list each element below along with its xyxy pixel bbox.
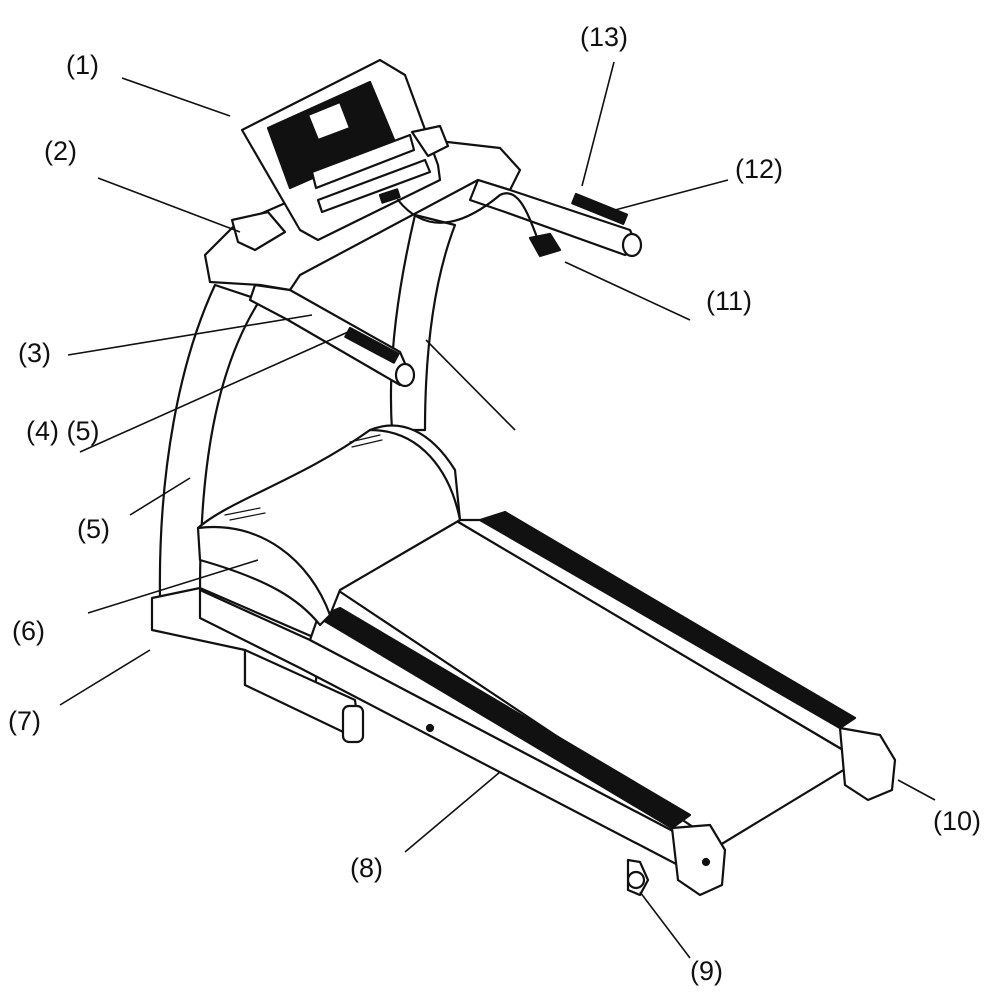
callout-6: (6) <box>12 616 45 646</box>
callout-3: (3) <box>18 338 51 368</box>
callout-9: (9) <box>690 956 723 986</box>
callout-4-5: (4) (5) <box>26 416 100 446</box>
left-handgrip <box>248 283 412 387</box>
callout-8: (8) <box>350 853 383 883</box>
callout-5: (5) <box>77 514 110 544</box>
callout-13: (13) <box>580 22 629 52</box>
safety-key <box>528 232 562 258</box>
left-tray <box>230 210 287 252</box>
safety-cord <box>396 192 542 247</box>
callout-12: (12) <box>735 154 784 184</box>
callout-11: (11) <box>706 286 753 316</box>
callout-1: (1) <box>66 50 99 80</box>
rear-cap-right <box>838 726 897 802</box>
callout-10: (10) <box>933 806 982 836</box>
right-upright <box>389 213 457 432</box>
motor-hood <box>196 424 462 627</box>
rear-cap-left <box>670 823 727 897</box>
callout-7: (7) <box>8 706 41 736</box>
callout-2: (2) <box>44 136 77 166</box>
right-tray <box>410 124 450 158</box>
